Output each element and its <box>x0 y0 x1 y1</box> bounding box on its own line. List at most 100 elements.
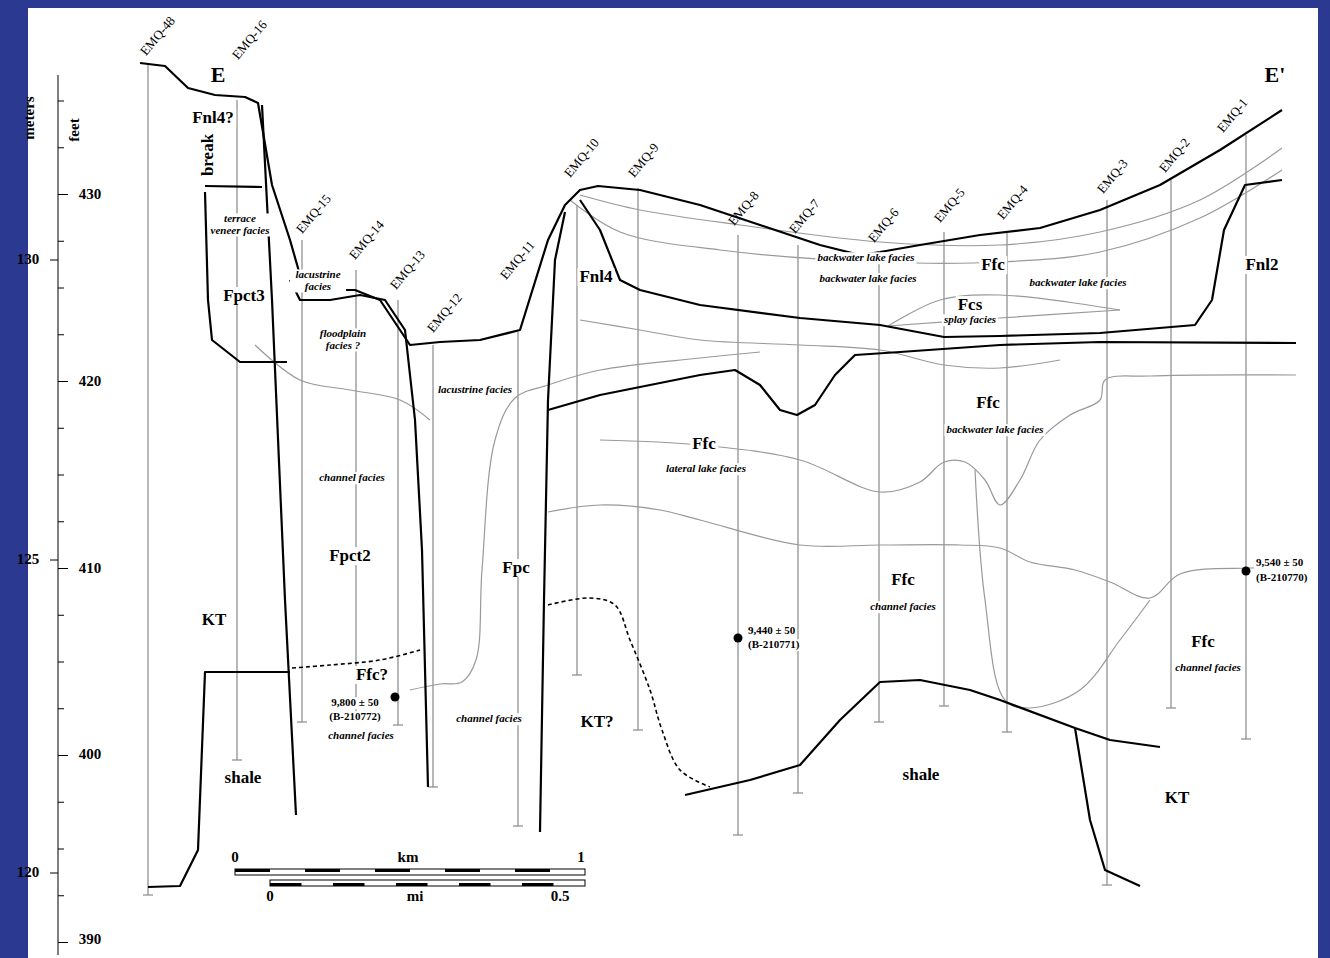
unit-label: Fnl2 <box>1243 256 1280 274</box>
contact-line <box>140 63 1282 345</box>
scale-segment <box>515 869 550 872</box>
facies-boundary <box>888 310 1120 326</box>
meter-tick <box>50 260 58 261</box>
axis-tick <box>58 288 64 289</box>
unit-label: KT <box>200 611 229 629</box>
radiocarbon-date: 9,800 ± 50 <box>329 697 380 709</box>
axis-tick <box>58 755 68 756</box>
axis-tick <box>58 475 64 476</box>
well-line <box>147 65 148 895</box>
axis-value: 400 <box>79 747 102 763</box>
sample-dot <box>1242 567 1251 576</box>
well-base <box>1241 738 1251 739</box>
scale-segment <box>333 883 365 886</box>
unit-label: Fpc <box>500 559 531 577</box>
facies-label: backwater lake facies <box>1027 277 1128 289</box>
facies-boundary <box>548 505 1296 598</box>
well-line <box>1245 135 1246 739</box>
scale-segment <box>235 869 270 872</box>
contact-line <box>205 192 287 362</box>
facies-boundary <box>570 170 1282 263</box>
well-name: EMQ-13 <box>388 248 428 292</box>
unit-label: Ffc? <box>354 666 390 684</box>
well-line <box>236 100 237 760</box>
well-base <box>232 759 242 760</box>
inferred-contact <box>548 598 710 787</box>
unit-label: Fnl4? <box>190 109 236 127</box>
sample-dot <box>391 693 400 702</box>
facies-boundary <box>410 352 760 690</box>
well-base <box>428 786 438 787</box>
well-base <box>633 729 643 730</box>
panel <box>28 8 1318 958</box>
facies-label: backwater lake facies <box>815 252 916 264</box>
facies-label: backwater lake facies <box>817 273 918 285</box>
well-line <box>1170 180 1171 708</box>
scale-unit: mi <box>405 889 426 905</box>
scale-segment <box>270 883 302 886</box>
contact-line <box>262 105 296 815</box>
well-name: EMQ-14 <box>347 218 387 262</box>
section-end: E' <box>1265 63 1286 86</box>
axis-value: 125 <box>17 552 40 568</box>
axis-title: feet <box>67 118 83 141</box>
scale-unit: km <box>396 850 421 866</box>
well-name: EMQ-3 <box>1095 157 1131 196</box>
facies-boundary <box>975 470 1150 708</box>
unit-label: shale <box>223 769 264 787</box>
well-line <box>737 235 738 835</box>
well-name: EMQ-15 <box>294 192 334 236</box>
scale-value: 1 <box>575 850 587 866</box>
well-name: EMQ-6 <box>866 206 902 245</box>
sample-id: (B-210772) <box>327 711 382 723</box>
well-name: EMQ-16 <box>230 18 270 62</box>
axis-value: 120 <box>17 865 40 881</box>
well-name: EMQ-9 <box>626 141 662 180</box>
scale-segment <box>375 869 410 872</box>
well-base <box>297 721 307 722</box>
radiocarbon-date: 9,540 ± 50 <box>1254 557 1305 569</box>
axis-tick <box>58 708 64 709</box>
axis-tick <box>58 381 68 382</box>
scale-frame <box>270 880 585 886</box>
axis-tick <box>58 615 64 616</box>
well-base <box>874 721 884 722</box>
scale-segment <box>305 869 340 872</box>
facies-label: lacustrine facies <box>290 269 346 292</box>
scale-segment <box>459 883 491 886</box>
unit-label: Fnl4 <box>577 268 614 286</box>
facies-label: channel facies <box>1173 662 1243 674</box>
axis-tick <box>58 942 68 943</box>
facies-label: channel facies <box>317 472 387 484</box>
unit-label: KT <box>1163 789 1192 807</box>
well-line <box>797 245 798 793</box>
unit-label: Ffc <box>1189 633 1217 651</box>
axis-tick <box>58 521 64 522</box>
well-base <box>1166 707 1176 708</box>
well-name: EMQ-1 <box>1215 96 1251 135</box>
unit-label: Ffc <box>974 394 1002 412</box>
axis-tick <box>58 895 64 896</box>
axis-tick <box>58 568 68 569</box>
unit-label: Fpct2 <box>327 547 373 565</box>
well-name: EMQ-48 <box>138 14 178 58</box>
axis-value: 420 <box>79 374 102 390</box>
axis-tick <box>58 849 64 850</box>
well-base <box>513 825 523 826</box>
facies-boundary <box>580 320 1060 368</box>
break-label: break <box>199 132 217 178</box>
unit-label: Ffc <box>889 571 917 589</box>
facies-label: channel facies <box>326 730 396 742</box>
scale-frame <box>235 869 585 875</box>
well-base <box>1002 731 1012 732</box>
contact-line <box>290 280 428 787</box>
facies-boundary <box>600 375 1296 505</box>
well-name: EMQ-4 <box>995 183 1031 222</box>
well-base <box>939 705 949 706</box>
sample-dot <box>734 634 743 643</box>
well-base <box>572 674 582 675</box>
axis-line <box>58 75 59 955</box>
well-base <box>733 834 743 835</box>
axis-tick <box>58 802 64 803</box>
